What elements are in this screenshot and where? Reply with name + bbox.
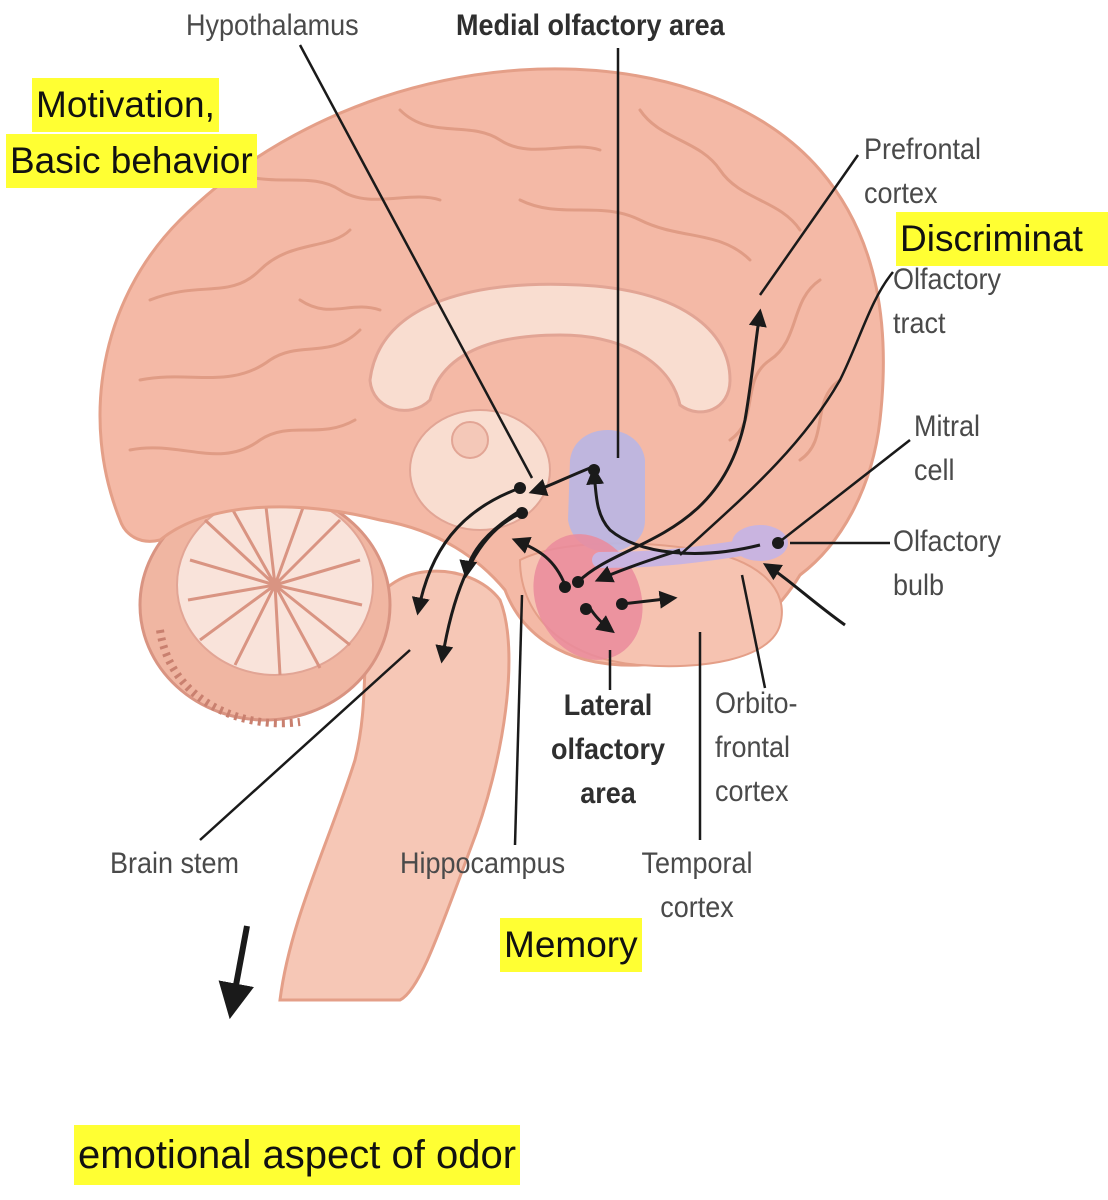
label-temporal-cortex: Temporal cortex [641, 847, 753, 924]
annotation-emotional-aspect: emotional aspect of odor [74, 1125, 521, 1185]
thalamus [409, 409, 551, 531]
label-lateral-olfactory-area: Lateral olfactory area [550, 689, 666, 810]
label-mitral-cell: Mitral cell [914, 410, 981, 487]
label-prefrontal-cortex: Prefrontal cortex [864, 133, 982, 210]
pathway-arrows [218, 308, 846, 1020]
cortex-gyri [128, 108, 842, 462]
label-hypothalamus: Hypothalamus [186, 9, 359, 42]
label-olfactory-bulb: Olfactory bulb [893, 525, 1002, 602]
brain-stem-shape [278, 569, 511, 1002]
label-orbitofrontal-cortex: Orbito- frontal cortex [715, 687, 798, 808]
annotation-motivation: Motivation, [32, 78, 219, 132]
olfactory-bulb-shape [732, 525, 788, 561]
label-brain-stem: Brain stem [110, 847, 240, 880]
cerebellum [138, 488, 392, 728]
label-hippocampus: Hippocampus [400, 847, 566, 880]
corpus-callosum [368, 282, 732, 414]
label-medial-olfactory-area: Medial olfactory area [456, 9, 725, 42]
label-olfactory-tract: Olfactory tract [893, 263, 1002, 340]
label-pointer-lines [199, 44, 911, 846]
annotation-discrimination: Discriminat [896, 212, 1108, 266]
pathway-nodes [514, 464, 784, 615]
annotation-basic-behavior: Basic behavior [6, 134, 257, 188]
annotation-memory: Memory [500, 918, 642, 972]
medial-olfactory-area-shape [568, 430, 645, 552]
